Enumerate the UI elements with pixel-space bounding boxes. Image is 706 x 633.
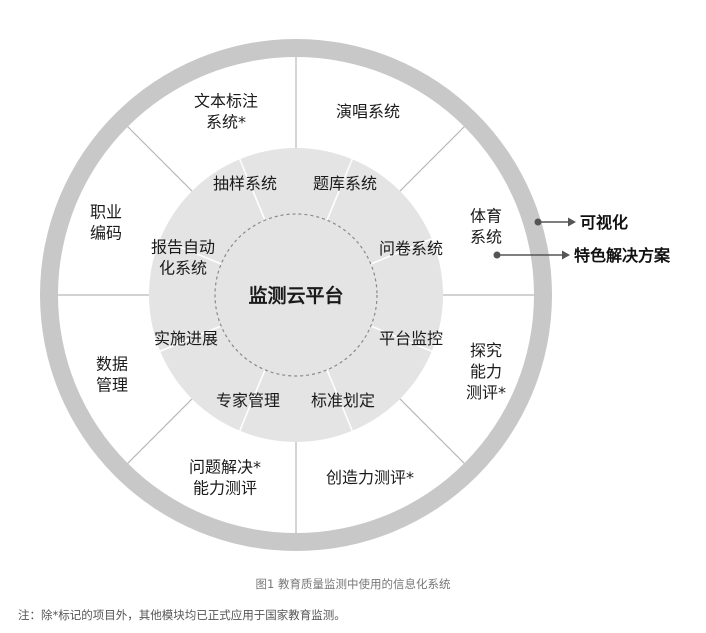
callout-bottom: 特色解决方案 (493, 246, 671, 265)
outer-ring-label: 演唱系统 (336, 102, 400, 121)
center-circle (214, 213, 378, 377)
inner-ring-label: 问卷系统 (379, 239, 443, 258)
inner-divider (159, 238, 222, 265)
inner-divider (239, 369, 266, 432)
inner-divider (239, 158, 266, 221)
outer-ring-label: 能力 (470, 362, 502, 381)
inner-divider (370, 238, 433, 265)
inner-ring-label: 抽样系统 (213, 174, 277, 193)
inner-ring-label: 化系统 (159, 259, 207, 278)
inner-divider (326, 158, 353, 221)
center-label: 监测云平台 (248, 284, 343, 307)
outer-ring-label: 数据 (96, 355, 128, 374)
callout-top: 可视化 (534, 213, 628, 232)
outer-ring-label: 编码 (90, 224, 122, 243)
outer-divider (399, 398, 465, 464)
outer-divider (127, 398, 193, 464)
inner-divider (370, 325, 433, 352)
inner-ring-label: 标准划定 (311, 391, 375, 410)
outer-ring-label: 管理 (96, 376, 128, 395)
figure-note: 注：除*标记的项目外，其他模块均已正式应用于国家教育监测。 (18, 608, 346, 622)
outer-ring-label: 能力测评 (193, 479, 257, 498)
callout-top-arrow-icon (568, 217, 576, 227)
outer-ring-label: 系统 (470, 228, 502, 247)
inner-divider (159, 325, 222, 352)
inner-ring-label: 实施进展 (154, 329, 218, 348)
inner-divider (326, 369, 353, 432)
inner-ring-label: 题库系统 (313, 174, 377, 193)
outer-ring-label: 探究 (470, 341, 502, 360)
outer-ring-label: 问题解决* (189, 458, 261, 477)
outer-dividers (58, 57, 534, 533)
figure-caption: 图1 教育质量监测中使用的信息化系统 (255, 577, 451, 591)
callout-top-label: 可视化 (580, 213, 628, 232)
outer-ring-label: 体育 (470, 207, 502, 226)
outer-ring-label: 文本标注 (194, 92, 258, 111)
callout-bottom-arrow-icon (562, 250, 570, 260)
outer-ring-label: 创造力测评* (326, 468, 414, 487)
inner-ring-label: 专家管理 (216, 391, 280, 410)
inner-ring-label: 报告自动 (151, 238, 215, 257)
outer-ring-label: 测评* (466, 383, 506, 402)
outer-divider (127, 126, 193, 192)
outer-ring-label: 系统* (206, 113, 246, 132)
outer-divider (399, 126, 465, 192)
callout-bottom-label: 特色解决方案 (574, 246, 671, 265)
outer-ring-label: 职业 (90, 203, 122, 222)
inner-dividers (159, 158, 433, 432)
inner-ring-label: 平台监控 (379, 329, 443, 348)
